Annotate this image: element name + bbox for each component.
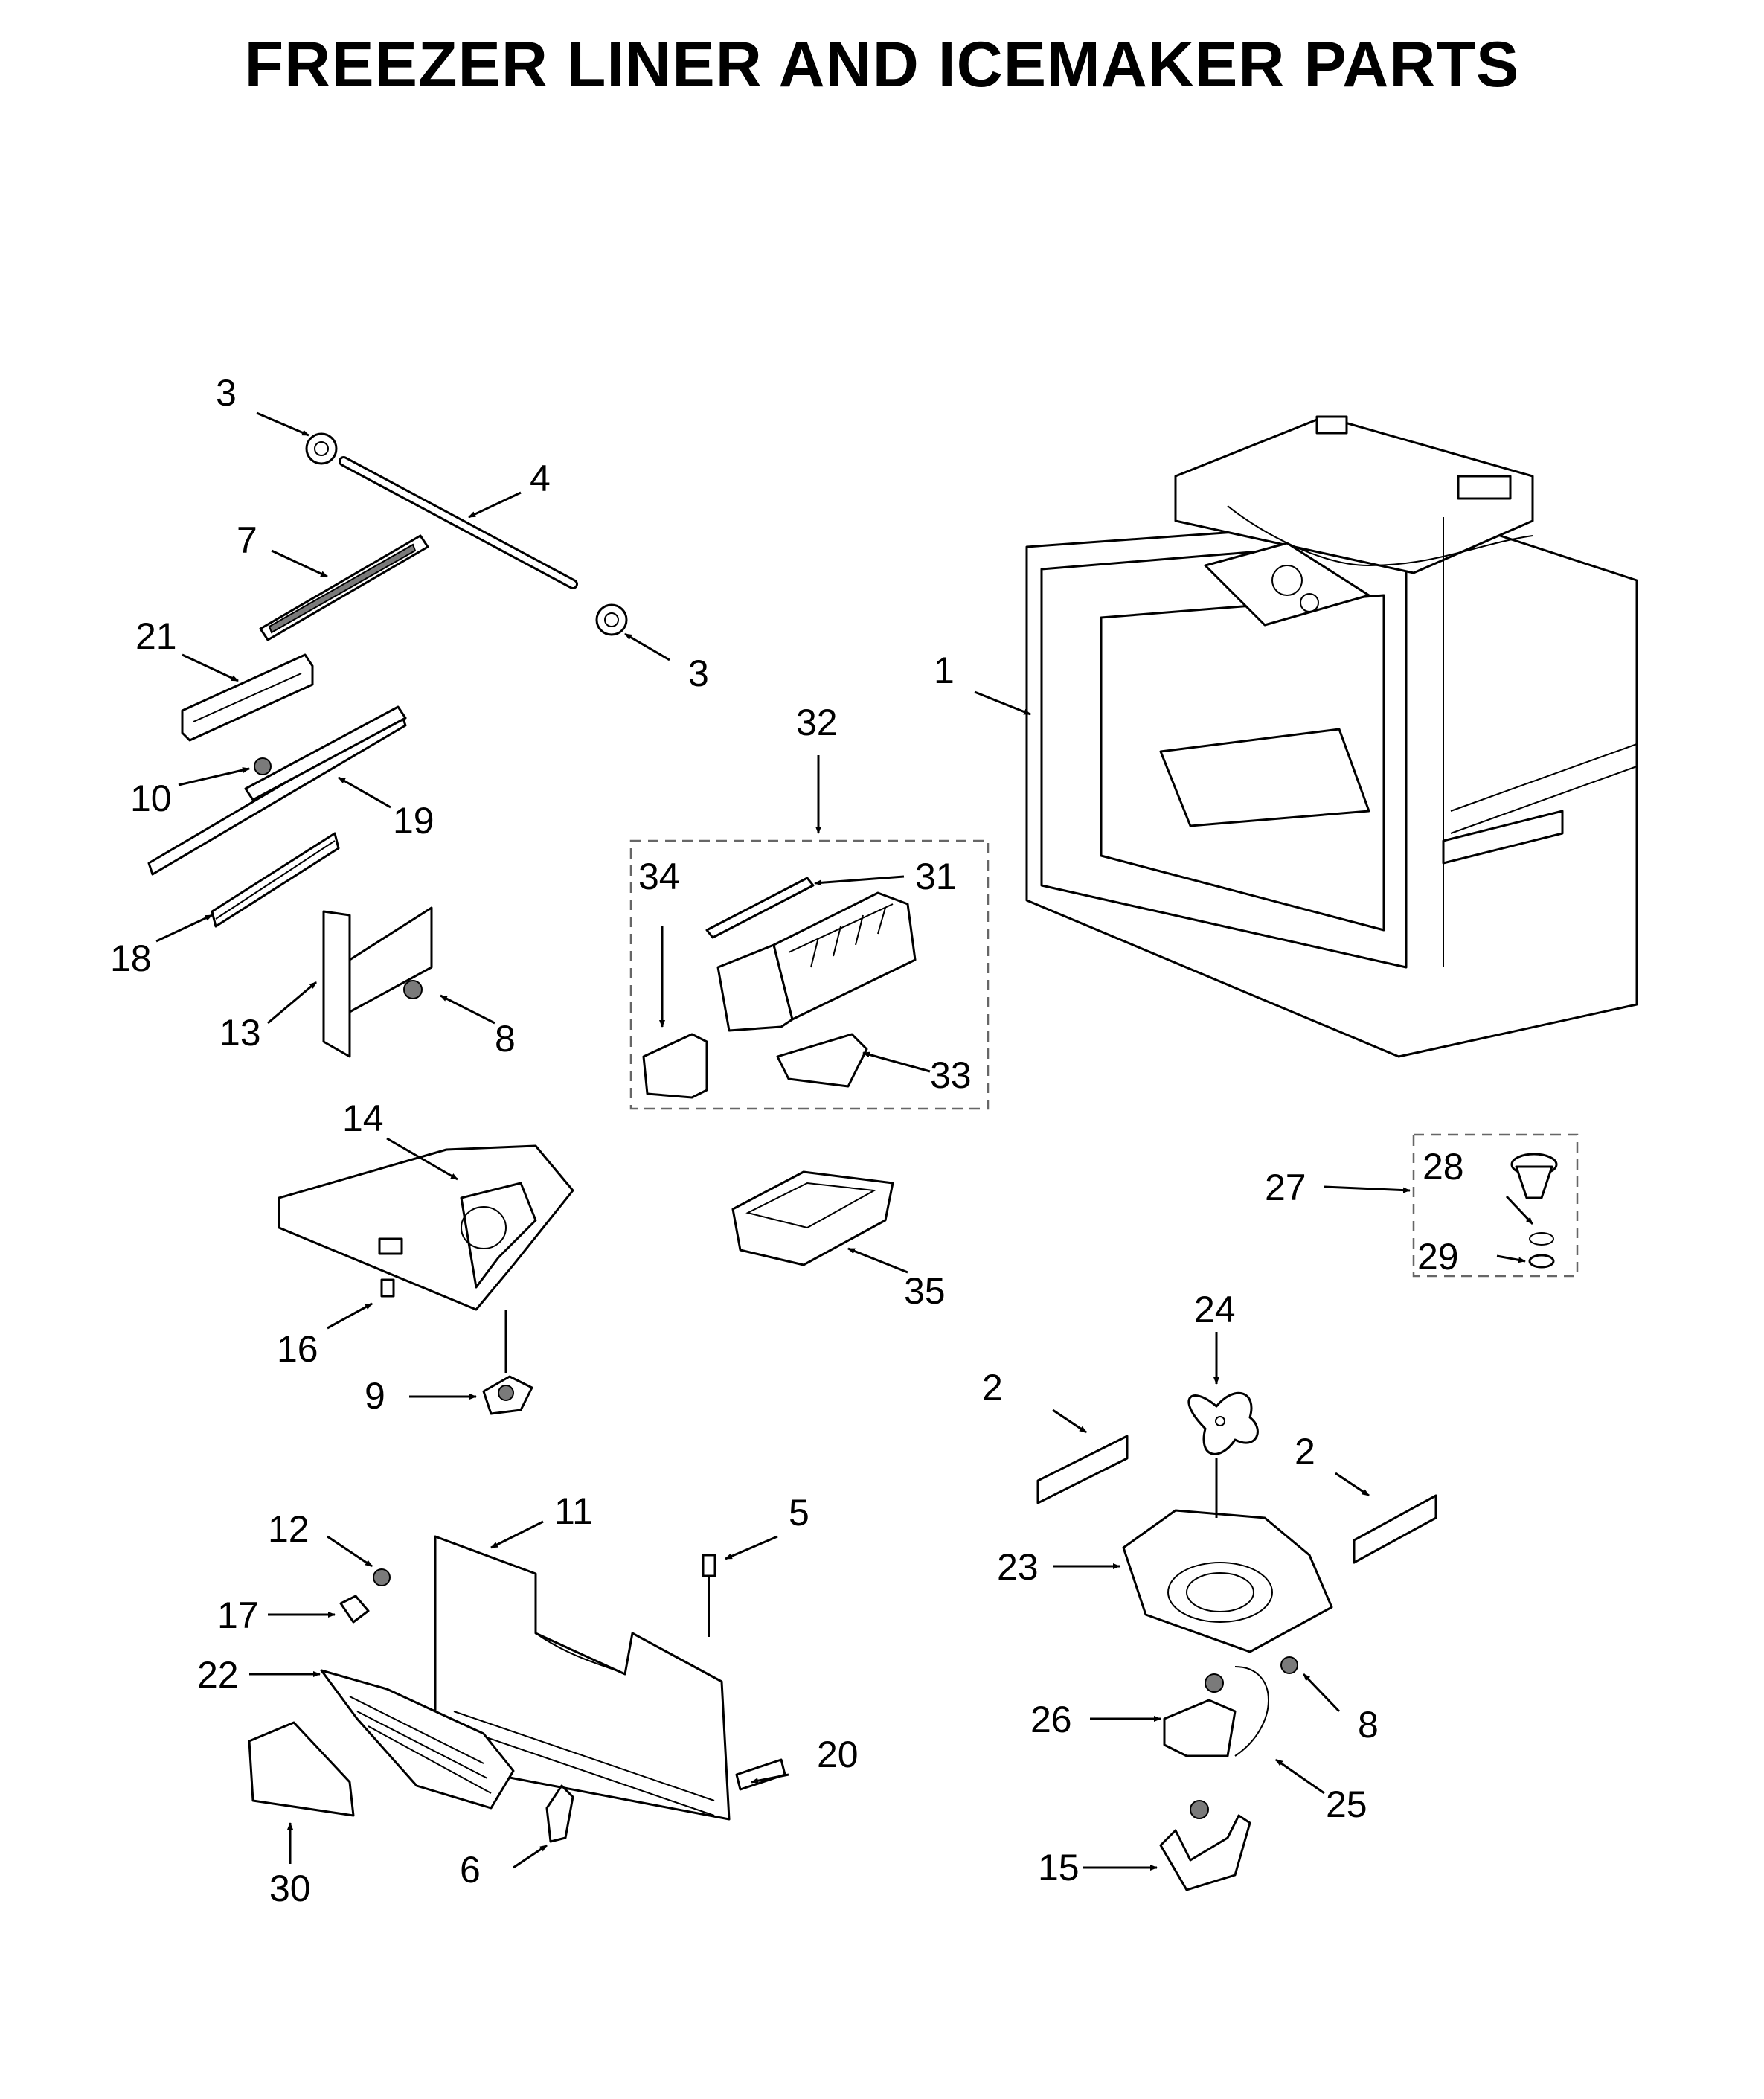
callout-15: 15 <box>1038 1847 1080 1888</box>
callout-32: 32 <box>796 702 838 743</box>
air-grille-part <box>320 1669 515 1810</box>
callout-20: 20 <box>817 1734 859 1775</box>
freezer-liner-part <box>1025 415 1638 1058</box>
callout-31: 31 <box>915 856 957 897</box>
callout-6: 6 <box>460 1849 481 1891</box>
slide-rail-part <box>259 534 429 641</box>
filter-assembly-box <box>1412 1133 1579 1278</box>
wire-harness-part <box>1234 1666 1269 1757</box>
callout-2: 2 <box>982 1367 1003 1409</box>
icemaker-assembly-box <box>629 839 990 1110</box>
sprocket-gear-part <box>305 432 628 636</box>
callout-18: 18 <box>110 938 152 979</box>
callout-11: 11 <box>554 1490 593 1532</box>
callout-30: 30 <box>269 1868 311 1909</box>
upper-rail-part <box>147 705 407 876</box>
callout-10: 10 <box>130 778 172 819</box>
callout-labels: 1 2 2 3 3 4 5 6 7 8 8 9 10 11 12 13 14 1… <box>110 372 1464 1909</box>
callout-7: 7 <box>237 519 257 561</box>
wire-harness-part <box>705 877 815 939</box>
mounting-bracket-part <box>322 906 433 1058</box>
air-duct-cover-part <box>248 1721 355 1817</box>
auger-motor-part <box>482 1375 533 1415</box>
callout-35: 35 <box>904 1270 946 1312</box>
callout-8: 8 <box>495 1018 516 1060</box>
callout-14: 14 <box>342 1097 384 1139</box>
callout-4: 4 <box>530 458 551 499</box>
screw-part <box>254 757 272 775</box>
callout-3: 3 <box>688 653 709 694</box>
icemaker-cover-part <box>642 1033 708 1099</box>
fan-motor-part <box>1163 1673 1237 1757</box>
callout-17: 17 <box>217 1595 259 1636</box>
drain-trough-part <box>735 1758 786 1791</box>
screw-part <box>373 1568 391 1586</box>
callout-5: 5 <box>789 1492 809 1534</box>
fill-tube-part <box>776 1033 868 1088</box>
rear-cover-panel-part <box>434 1535 731 1821</box>
callout-19: 19 <box>393 800 434 842</box>
motor-bracket-part <box>1159 1800 1251 1891</box>
ice-bucket-part <box>278 1144 574 1311</box>
screw-part <box>1280 1656 1298 1674</box>
thermistor-part <box>702 1554 716 1637</box>
callout-27: 27 <box>1265 1167 1306 1208</box>
lower-rail-part <box>211 832 340 928</box>
icemaker-part <box>716 891 917 1032</box>
callout-24: 24 <box>1194 1289 1236 1330</box>
o-ring-part <box>1528 1232 1555 1269</box>
callout-21: 21 <box>135 615 177 657</box>
clip-part <box>545 1784 574 1843</box>
callout-13: 13 <box>219 1012 261 1054</box>
callout-33: 33 <box>930 1054 972 1096</box>
bracket-part <box>181 653 314 742</box>
foam-block-part <box>1036 1435 1437 1564</box>
callout-1: 1 <box>934 650 955 691</box>
auger-shaft-part <box>339 456 578 589</box>
filter-housing-part <box>1510 1153 1558 1199</box>
light-socket-part <box>339 1595 370 1624</box>
callout-9: 9 <box>365 1375 385 1417</box>
fan-blade-part <box>1187 1391 1259 1455</box>
callout-8: 8 <box>1358 1704 1379 1746</box>
callout-29: 29 <box>1417 1236 1459 1278</box>
ice-tray-part <box>731 1170 894 1266</box>
callout-23: 23 <box>997 1546 1039 1588</box>
diagram-title: FREEZER LINER AND ICEMAKER PARTS <box>244 29 1520 100</box>
callout-16: 16 <box>277 1328 318 1370</box>
callout-22: 22 <box>197 1654 239 1696</box>
callout-2: 2 <box>1295 1431 1315 1472</box>
callout-12: 12 <box>268 1508 309 1550</box>
callout-3: 3 <box>216 372 237 414</box>
callout-25: 25 <box>1326 1784 1367 1825</box>
fan-shroud-part <box>1122 1509 1333 1653</box>
callout-28: 28 <box>1423 1146 1464 1188</box>
callout-26: 26 <box>1030 1699 1072 1740</box>
callout-34: 34 <box>638 856 680 897</box>
leader-lines <box>155 411 1534 1871</box>
clip-part <box>380 1278 395 1298</box>
